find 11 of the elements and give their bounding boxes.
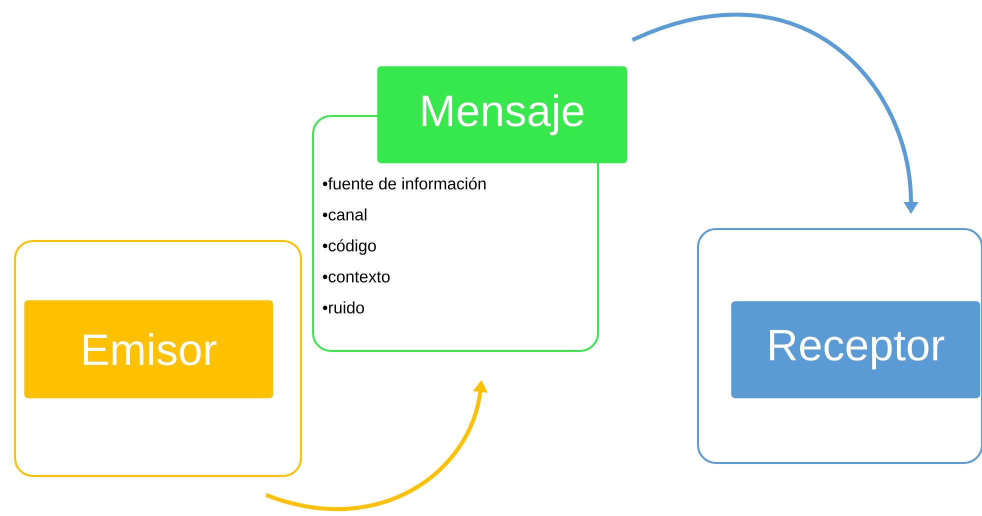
title-box: Receptor bbox=[731, 301, 980, 398]
node-label: •fuente de información bbox=[322, 177, 486, 190]
title-box: Mensaje bbox=[377, 66, 628, 164]
title-box: Emisor bbox=[24, 300, 274, 398]
box bbox=[14, 240, 302, 477]
node-label: •ruido bbox=[322, 301, 364, 314]
node-label: •canal bbox=[322, 208, 366, 220]
node-label: •contexto bbox=[322, 272, 390, 282]
box bbox=[697, 228, 982, 464]
bullet-list: •fuente de información •canal •código •contexto •ruido bbox=[322, 177, 486, 314]
node-label: •código bbox=[322, 239, 376, 255]
